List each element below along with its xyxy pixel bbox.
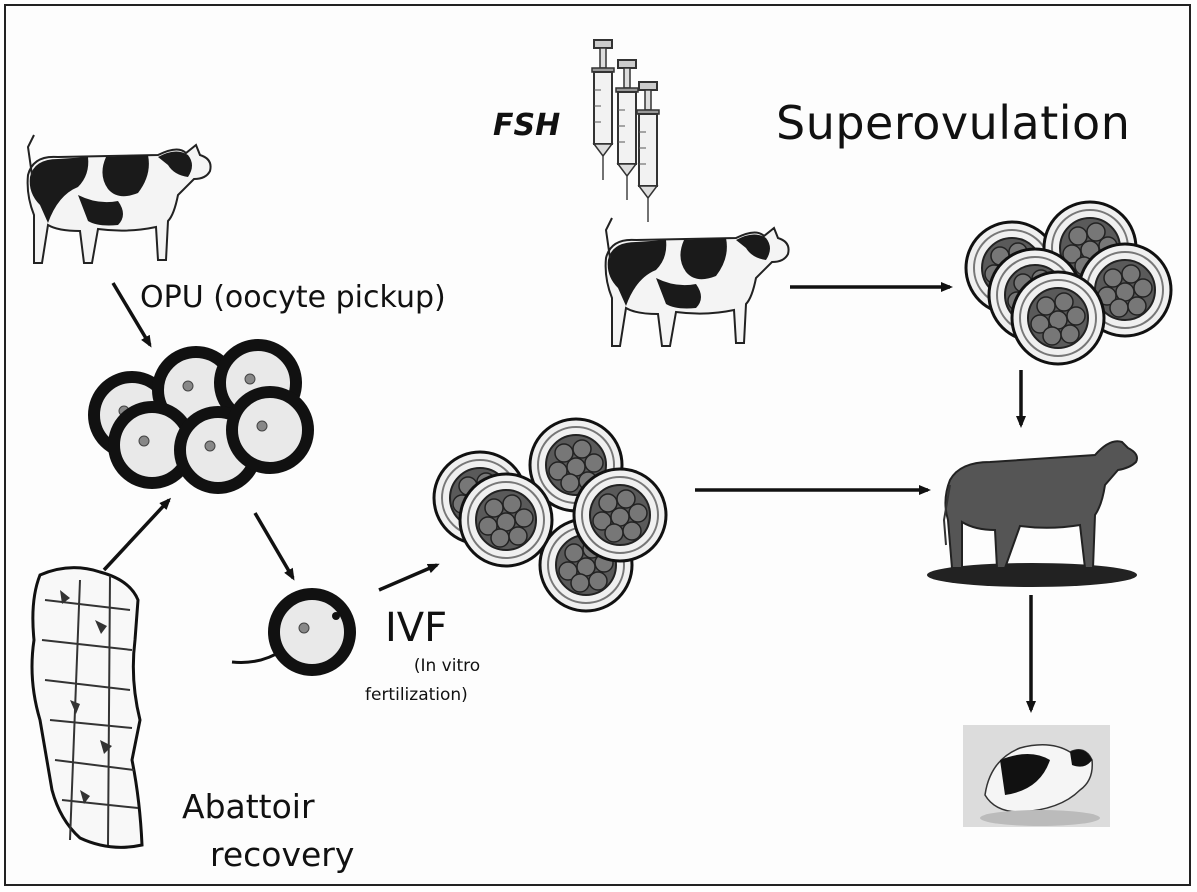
ivf-label: IVF	[385, 605, 447, 651]
abattoir-label-line1: Abattoir	[182, 787, 315, 826]
oocyte-icon	[94, 345, 308, 488]
donor-cow-icon	[28, 135, 211, 263]
donor-cow-icon	[606, 218, 789, 346]
ivf-description-line2: fertilization)	[365, 685, 468, 705]
diagram-title: Superovulation	[776, 96, 1130, 150]
calf-icon	[963, 725, 1110, 827]
carcass-icon	[32, 568, 142, 848]
hormone-label: FSH	[493, 108, 560, 143]
ivf-description-line1: (In vitro	[382, 656, 512, 676]
syringe-icon	[592, 40, 659, 222]
oocyte-icon	[232, 594, 350, 670]
embryo-icon	[966, 202, 1171, 364]
recipient-cow-icon	[927, 441, 1137, 587]
opu-label: OPU (oocyte pickup)	[140, 280, 446, 315]
abattoir-label-line2: recovery	[210, 835, 354, 874]
embryo-icon	[434, 419, 666, 611]
